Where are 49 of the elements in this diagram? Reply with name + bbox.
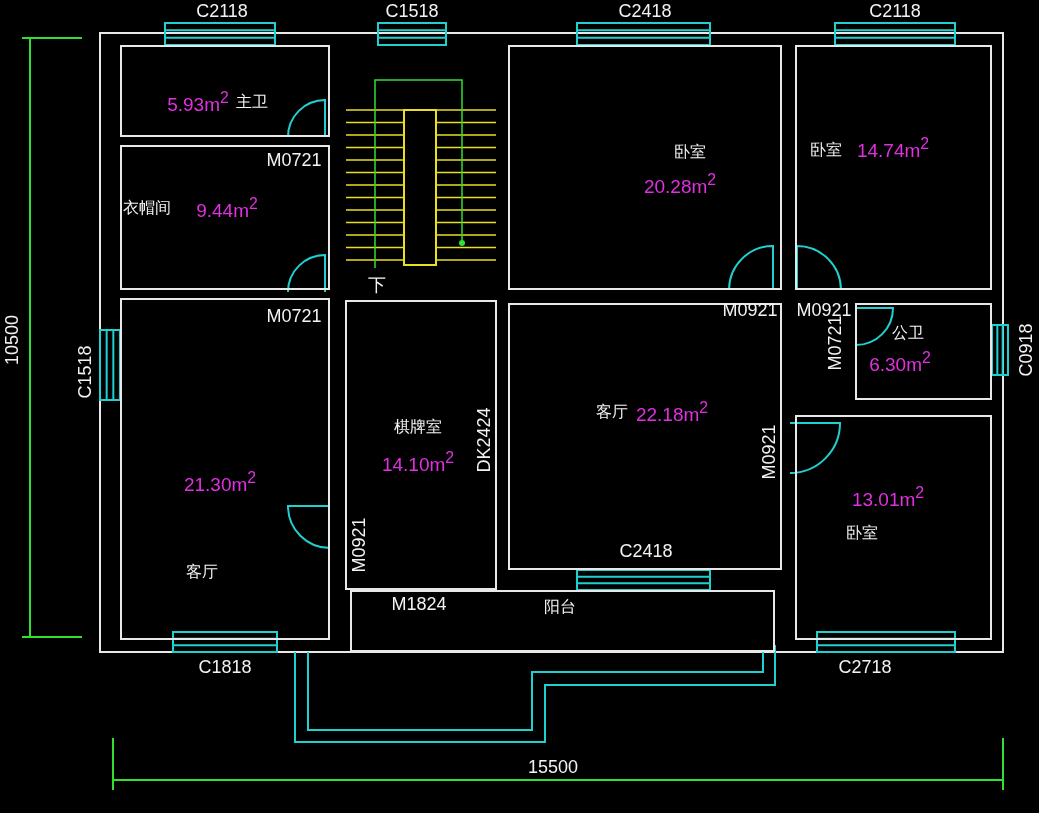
window-code: C2118 bbox=[869, 2, 921, 20]
room-name: 衣帽间 bbox=[123, 200, 171, 216]
door-code: M0721 bbox=[826, 315, 844, 371]
room-outline bbox=[855, 303, 992, 400]
opening-code: DK2424 bbox=[475, 407, 493, 473]
dimension-text: 10500 bbox=[3, 314, 21, 366]
door-code: M0921 bbox=[722, 301, 778, 319]
room-outline bbox=[120, 45, 330, 137]
door-code: M0721 bbox=[266, 307, 322, 325]
area-label: 13.01m$^{2}$ bbox=[851, 485, 925, 509]
room-name: 卧室 bbox=[674, 144, 706, 160]
room-outline bbox=[120, 298, 330, 640]
room-name: 客厅 bbox=[596, 404, 628, 420]
door-code: M0921 bbox=[760, 424, 778, 480]
window-code: C2118 bbox=[196, 2, 248, 20]
room-name: 客厅 bbox=[186, 564, 218, 580]
area-label: 20.28m$^{2}$ bbox=[643, 172, 717, 196]
window-code: C2418 bbox=[619, 542, 673, 560]
window-code: C0918 bbox=[1017, 323, 1035, 377]
room-outline bbox=[508, 45, 782, 290]
room-name: 卧室 bbox=[846, 525, 878, 541]
room-name: 公卫 bbox=[892, 325, 924, 341]
window-code: C2718 bbox=[838, 658, 892, 676]
room-outline bbox=[795, 45, 992, 290]
window-code: C1518 bbox=[385, 2, 439, 20]
room-outline bbox=[795, 415, 992, 640]
window-code: C1818 bbox=[198, 658, 252, 676]
room-name: 主卫 bbox=[236, 94, 268, 110]
room-outline bbox=[345, 300, 497, 590]
window-code: C1518 bbox=[76, 345, 94, 399]
room-outline bbox=[508, 303, 782, 570]
area-label: 9.44m$^{2}$ bbox=[196, 196, 258, 220]
window-code: C2418 bbox=[618, 2, 672, 20]
area-label: 22.18m$^{2}$ bbox=[635, 400, 709, 424]
area-label: 6.30m$^{2}$ bbox=[869, 350, 931, 374]
door-code: M0921 bbox=[350, 517, 368, 573]
door-code: M1824 bbox=[391, 595, 447, 613]
dimension-text: 15500 bbox=[527, 758, 579, 776]
door-code: M0721 bbox=[266, 151, 322, 169]
room-outline bbox=[120, 145, 330, 290]
stair-direction-label: 下 bbox=[368, 276, 386, 294]
area-label: 14.74m$^{2}$ bbox=[856, 136, 930, 160]
area-label: 14.10m$^{2}$ bbox=[381, 450, 455, 474]
area-label: 5.93m$^{2}$ bbox=[167, 90, 229, 114]
room-name: 棋牌室 bbox=[394, 419, 442, 435]
area-label: 21.30m$^{2}$ bbox=[183, 470, 257, 494]
room-name: 卧室 bbox=[810, 142, 842, 158]
room-outline bbox=[350, 590, 775, 652]
room-name: 阳台 bbox=[544, 599, 576, 615]
